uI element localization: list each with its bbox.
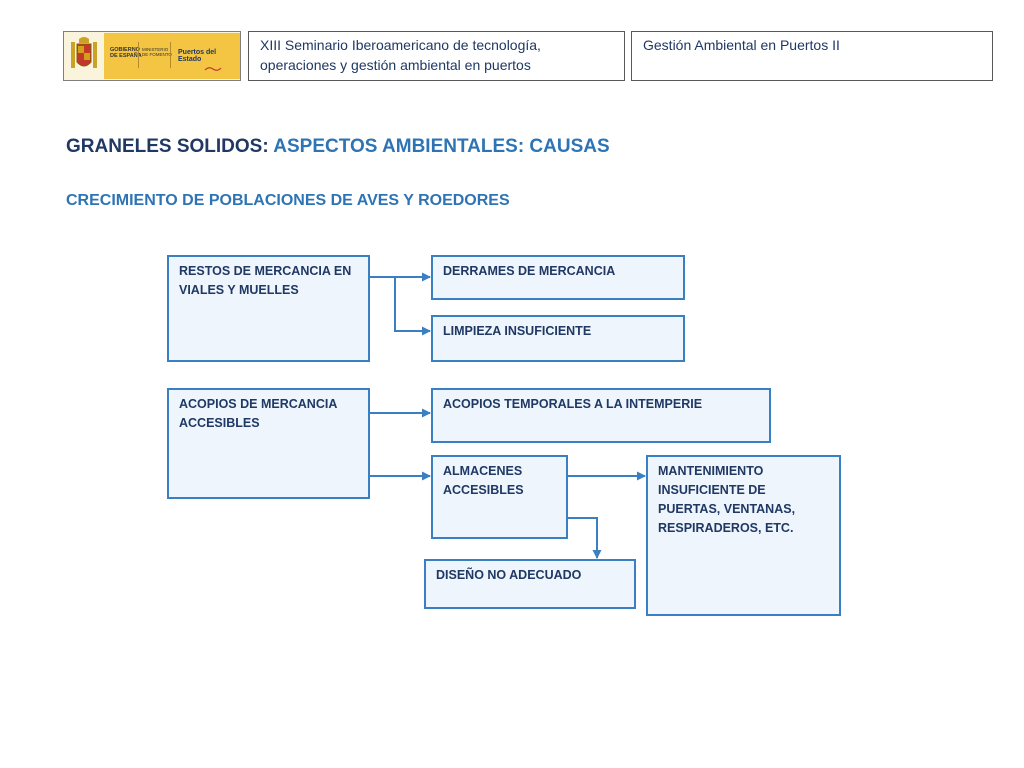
node-almacenes-accesibles: ALMACENES ACCESIBLES	[431, 455, 568, 539]
seminar-title: XIII Seminario Iberoamericano de tecnolo…	[248, 31, 625, 81]
coat-of-arms-icon	[69, 36, 99, 76]
government-logo: GOBIERNO DE ESPAÑA MINISTERIO DE FOMENTO…	[63, 31, 241, 81]
page-subtitle: CRECIMIENTO DE POBLACIONES DE AVES Y ROE…	[66, 192, 510, 209]
course-title: Gestión Ambiental en Puertos II	[631, 31, 993, 81]
node-restos-mercancia: RESTOS DE MERCANCIA EN VIALES Y MUELLES	[167, 255, 370, 362]
logo-banner	[104, 33, 240, 79]
node-limpieza-insuficiente: LIMPIEZA INSUFICIENTE	[431, 315, 685, 362]
puertos-label: Puertos del Estado	[178, 49, 217, 63]
node-derrames-mercancia: DERRAMES DE MERCANCIA	[431, 255, 685, 300]
node-diseno-no-adecuado: DISEÑO NO ADECUADO	[424, 559, 636, 609]
node-acopios-temporales: ACOPIOS TEMPORALES A LA INTEMPERIE	[431, 388, 771, 443]
page-title: GRANELES SOLIDOS: ASPECTOS AMBIENTALES: …	[66, 136, 610, 158]
title-topic: ASPECTOS AMBIENTALES: CAUSAS	[273, 136, 610, 157]
logo-divider	[138, 42, 139, 68]
node-acopios-accesibles: ACOPIOS DE MERCANCIA ACCESIBLES	[167, 388, 370, 499]
node-mantenimiento-insuficiente: MANTENIMIENTO INSUFICIENTE DE PUERTAS, V…	[646, 455, 841, 616]
arrow-restos-limpieza	[394, 277, 431, 336]
ministerio-label: MINISTERIO DE FOMENTO	[142, 47, 172, 57]
gobierno-label: GOBIERNO DE ESPAÑA	[110, 47, 142, 59]
logo-divider	[170, 42, 171, 68]
title-category: GRANELES SOLIDOS:	[66, 136, 269, 157]
wave-icon	[204, 59, 222, 77]
arrow-almacenes-diseno	[568, 517, 602, 559]
